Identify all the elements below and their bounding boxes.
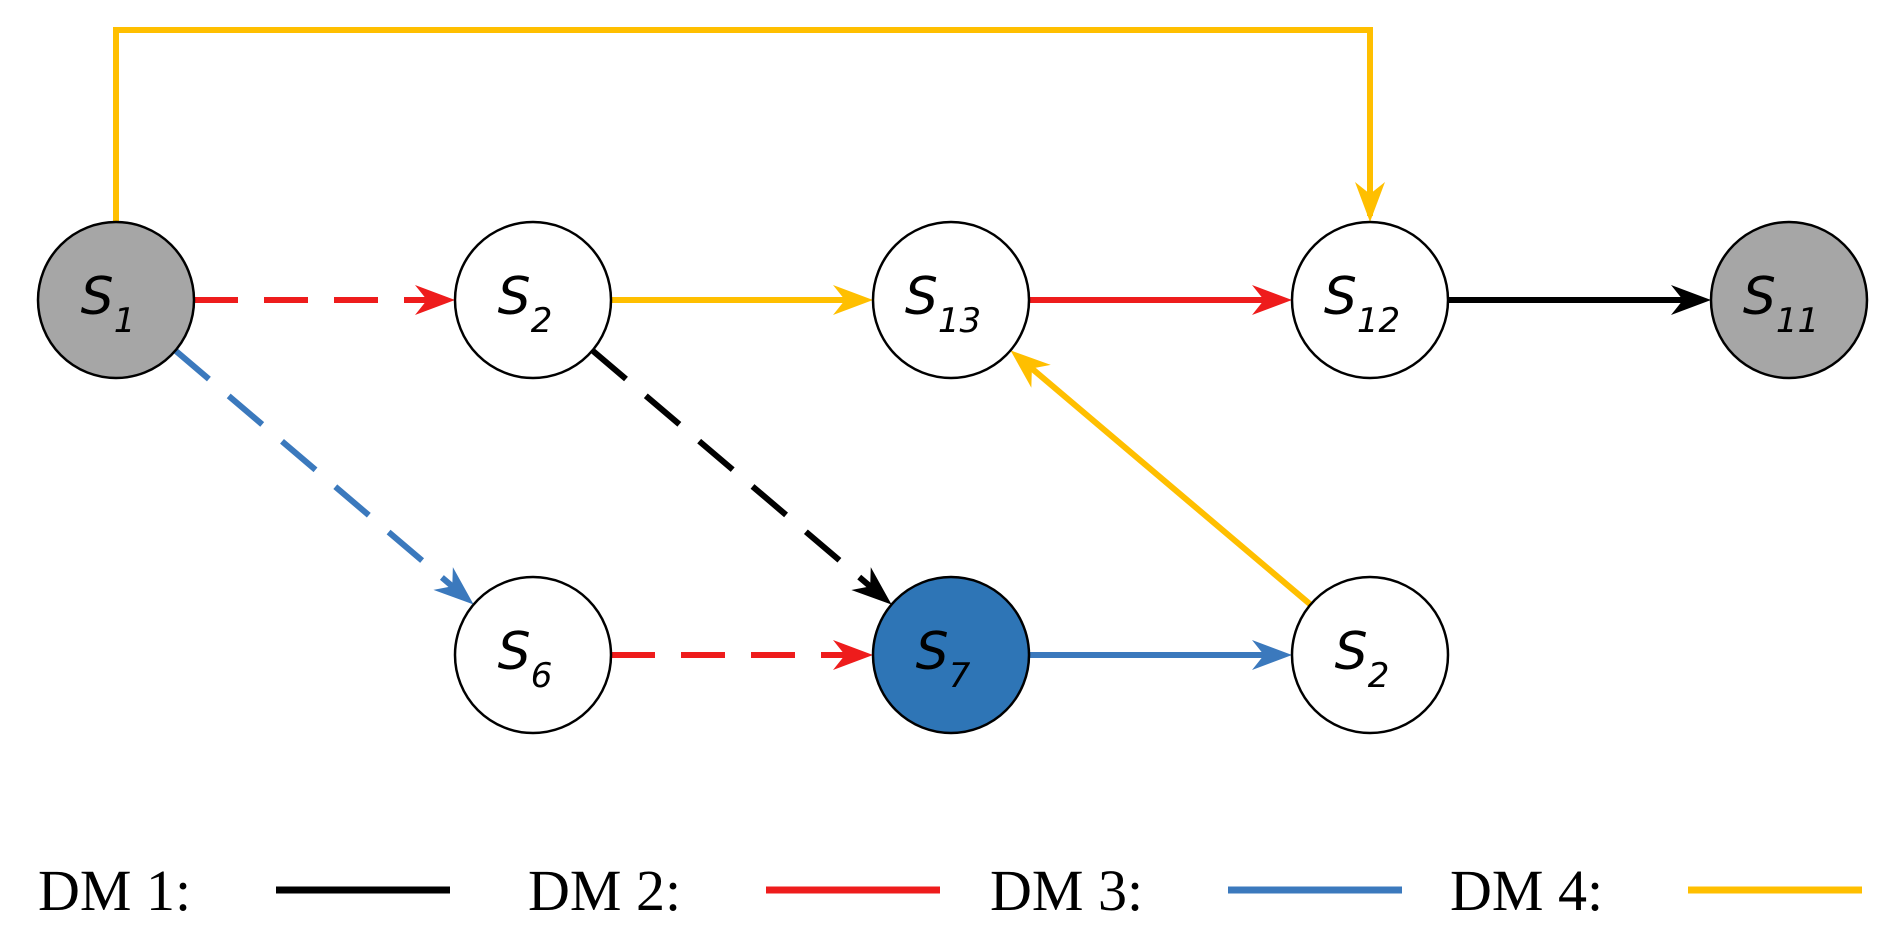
edge-arrowhead (433, 567, 474, 605)
node-circle (36, 220, 196, 380)
edge-line (1017, 355, 1313, 607)
node-circle (1290, 575, 1450, 735)
legend-item-dm2: DM 2: (528, 858, 940, 923)
legend-item-dm4: DM 4: (1450, 858, 1862, 923)
legend: DM 1: DM 2: DM 3: DM 4: (38, 858, 1862, 923)
edge-e10 (1010, 350, 1313, 607)
legend-item-dm1: DM 1: (38, 858, 450, 923)
edge-arrowhead (851, 567, 892, 605)
node-label: S6 (498, 622, 553, 696)
edge-e8 (611, 640, 873, 670)
edge-arrowhead (1671, 285, 1711, 315)
edge-e6 (1029, 285, 1292, 315)
node-circle (453, 220, 613, 380)
node-label: S1 (81, 267, 136, 341)
legend-label: DM 1: (38, 858, 191, 923)
legend-label: DM 4: (1450, 858, 1603, 923)
node-n5: S11 (1709, 220, 1869, 380)
edge-arrowhead (415, 285, 455, 315)
node-label: S11 (1743, 267, 1819, 341)
edge-arrowhead (1010, 350, 1051, 388)
edge-arrowhead (1355, 182, 1385, 222)
edge-e3 (173, 348, 474, 605)
edge-arrowhead (833, 640, 873, 670)
node-label: S2 (1335, 622, 1390, 696)
node-n8: S2 (1290, 575, 1450, 735)
node-circle (871, 575, 1031, 735)
node-label: S7 (916, 622, 971, 696)
edge-e2 (194, 285, 455, 315)
edge-arrowhead (1252, 640, 1292, 670)
edge-e7 (1448, 285, 1711, 315)
edge-arrowhead (833, 285, 873, 315)
edge-line (113, 27, 1373, 222)
node-n6: S6 (453, 575, 613, 735)
node-label: S13 (905, 267, 981, 341)
node-n1: S1 (36, 220, 196, 380)
edge-e4 (611, 285, 873, 315)
legend-label: DM 3: (990, 858, 1143, 923)
node-n2: S2 (453, 220, 613, 380)
node-n7: S7 (871, 575, 1031, 735)
edge-e9 (1029, 640, 1292, 670)
node-circle (1290, 220, 1450, 380)
edge-arrowhead (1252, 285, 1292, 315)
node-circle (1709, 220, 1869, 380)
legend-label: DM 2: (528, 858, 681, 923)
edge-e5 (590, 348, 892, 605)
legend-item-dm3: DM 3: (990, 858, 1402, 923)
node-label: S2 (498, 267, 553, 341)
edges-layer (113, 27, 1711, 670)
node-circle (453, 575, 613, 735)
node-label: S12 (1324, 267, 1400, 341)
edge-e1 (113, 27, 1385, 222)
edge-line (173, 348, 467, 599)
node-circle (871, 220, 1031, 380)
edge-line (590, 348, 885, 600)
node-n4: S12 (1290, 220, 1450, 380)
node-n3: S13 (871, 220, 1031, 380)
